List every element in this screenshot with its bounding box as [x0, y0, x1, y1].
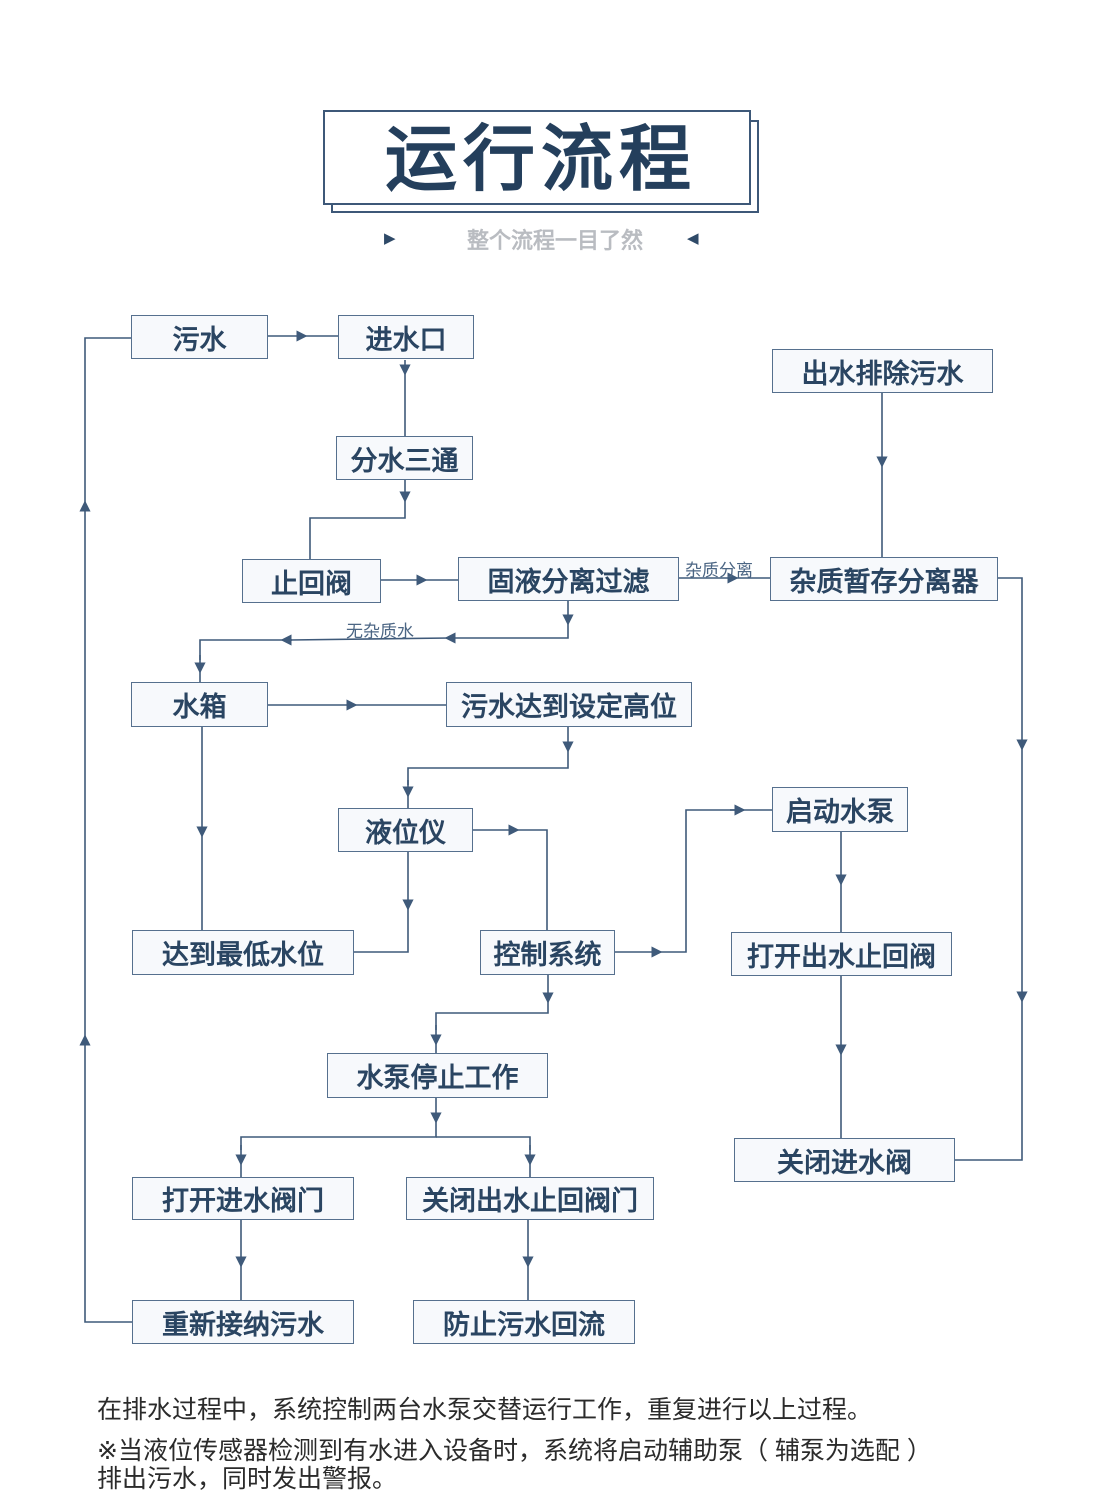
node-close-outlet-check-valve: 关闭出水止回阀门 — [406, 1177, 654, 1220]
node-solid-liquid-filter: 固液分离过滤 — [458, 557, 679, 601]
node-open-inlet-valve: 打开进水阀门 — [132, 1177, 354, 1220]
title-frame: 运行流程 — [323, 110, 763, 216]
triangle-right-icon: ▶ — [384, 230, 396, 247]
page-title: 运行流程 — [384, 120, 697, 200]
node-water-tank: 水箱 — [131, 682, 268, 727]
node-start-pump: 启动水泵 — [772, 787, 908, 832]
node-lowest-level: 达到最低水位 — [132, 930, 354, 975]
footer-line-1: 在排水过程中，系统控制两台水泵交替运行工作，重复进行以上过程。 — [97, 1396, 873, 1424]
node-sewage: 污水 — [131, 315, 268, 359]
node-tee-splitter: 分水三通 — [336, 436, 473, 480]
edge-zazhi-guanbi — [998, 577, 1028, 751]
node-prevent-backflow: 防止污水回流 — [413, 1300, 635, 1344]
node-control-system: 控制系统 — [480, 930, 615, 975]
edge-chongxin-wushui — [79, 1034, 133, 1323]
node-discharge-sewage: 出水排除污水 — [772, 349, 993, 393]
edge-label-impurity-separation: 杂质分离 — [685, 561, 753, 580]
node-open-outlet-check-valve: 打开出水止回阀 — [731, 932, 952, 976]
page-subtitle: 整个流程一目了然 — [466, 228, 643, 253]
node-check-valve: 止回阀 — [242, 559, 381, 603]
node-high-level: 污水达到设定高位 — [446, 682, 692, 727]
node-level-gauge: 液位仪 — [338, 808, 473, 852]
edge-label-clean-water: 无杂质水 — [346, 622, 414, 641]
footer-line-3: 排出污水，同时发出警报。 — [97, 1465, 398, 1493]
node-close-inlet-valve: 关闭进水阀 — [734, 1138, 955, 1182]
triangle-left-icon: ◀ — [687, 230, 699, 247]
node-pump-stop: 水泵停止工作 — [327, 1053, 548, 1098]
node-receive-sewage-again: 重新接纳污水 — [132, 1300, 354, 1344]
node-water-inlet: 进水口 — [338, 315, 474, 359]
title-frame-front — [323, 110, 751, 205]
footer-line-2: ※当液位传感器检测到有水进入设备时，系统将启动辅助泵（ 辅泵为选配 ） — [97, 1437, 932, 1465]
node-impurity-separator: 杂质暂存分离器 — [770, 557, 998, 601]
